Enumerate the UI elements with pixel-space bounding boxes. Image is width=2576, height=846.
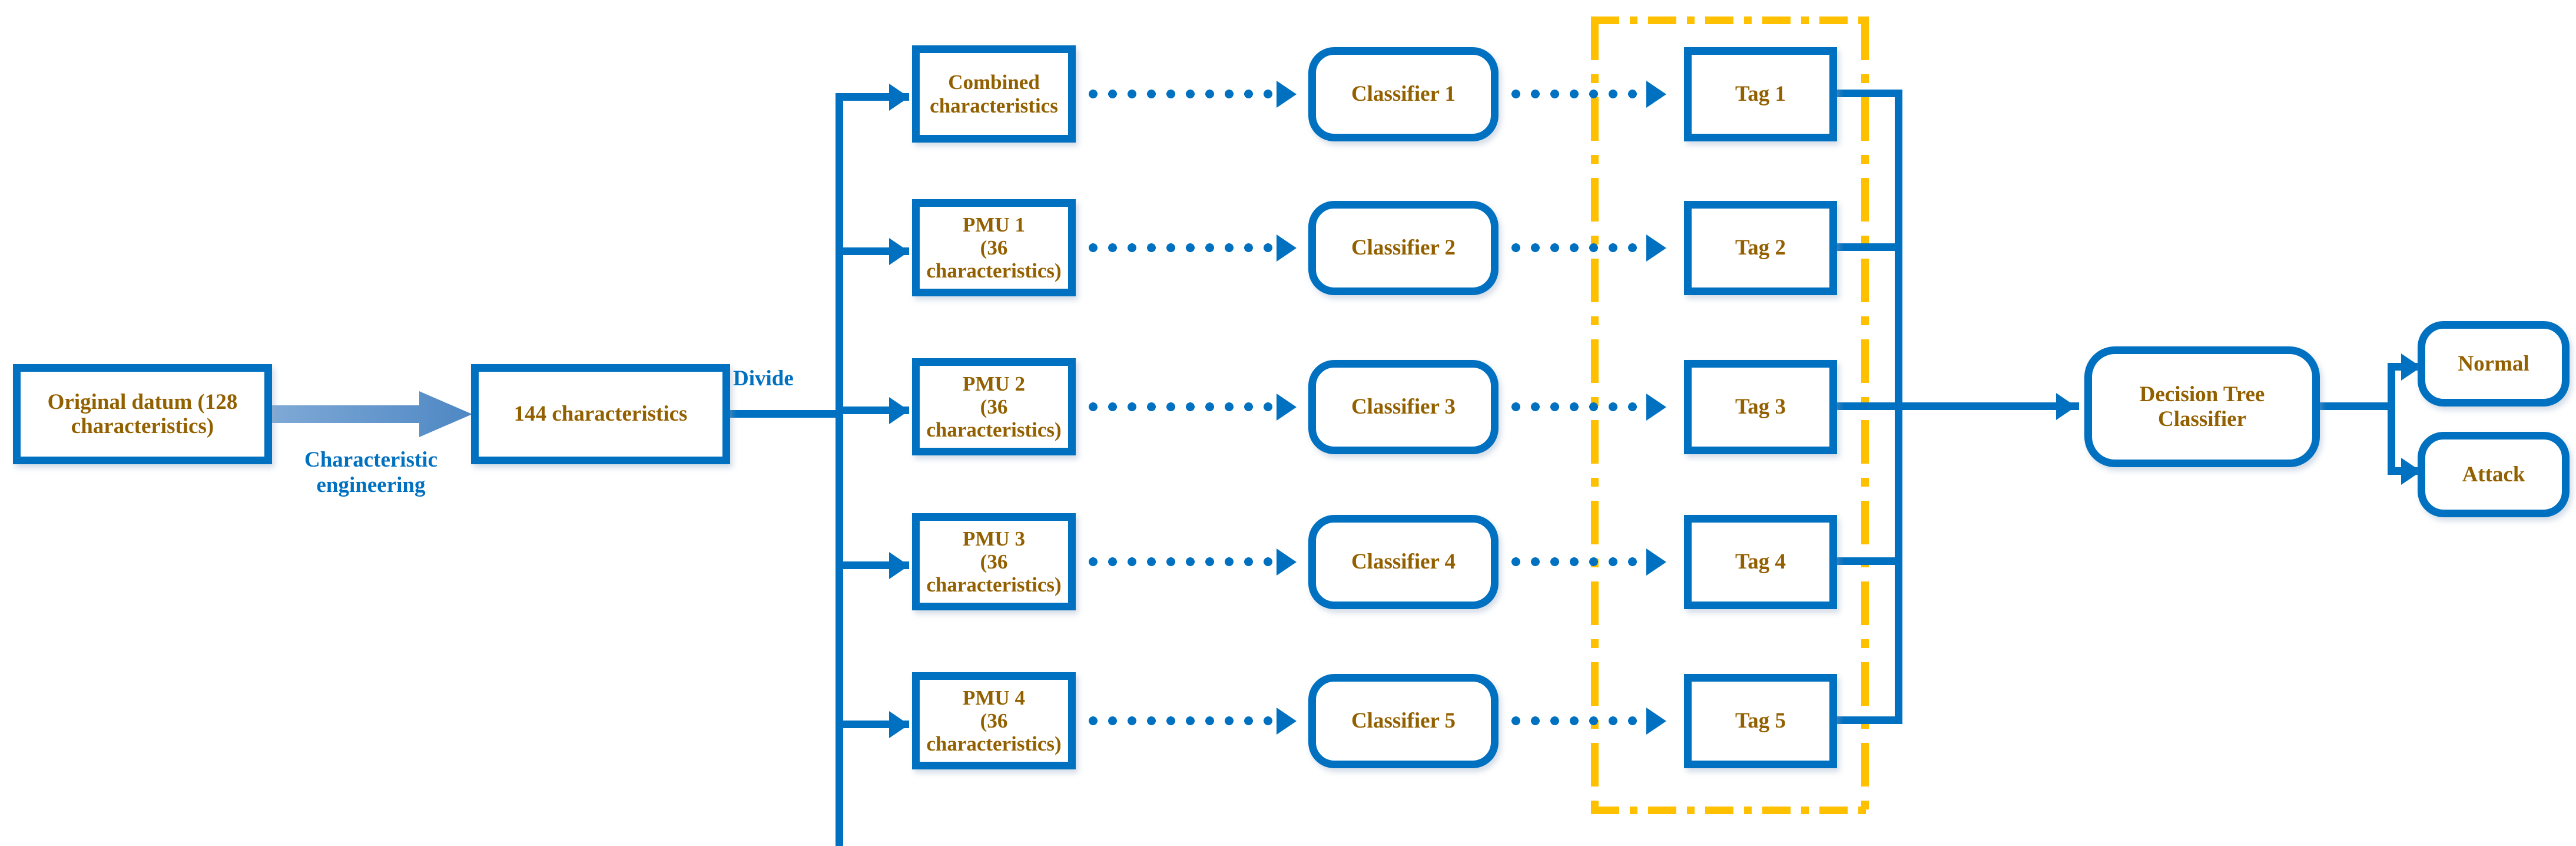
dotted-arrow-tag-5 [1646,708,1666,735]
dotted-arrow-tag-1 [1646,81,1666,108]
classifier-2-label: Classifier 2 [1351,236,1456,260]
dotted-link-classifier-tag-3 [1506,402,1646,411]
features-144-text: 144 characteristics [513,402,688,427]
highlight-top-edge [1591,16,1869,24]
highlight-right-edge [1861,16,1869,814]
tag-3-label: Tag 3 [1735,395,1786,419]
divide-trunk-line [730,410,843,418]
feature-block-pmu-1-text: PMU 1(36 characteristics) [926,213,1062,283]
classifier-5-label: Classifier 5 [1351,709,1456,733]
classifier-5-box[interactable]: Classifier 5 [1308,674,1498,768]
dotted-arrow-tag-4 [1646,548,1666,576]
classifier-1-label: Classifier 1 [1351,82,1456,107]
output-attack-box[interactable]: Attack [2418,432,2570,517]
tag-merge-line-1 [1833,90,1902,97]
tag-5-label: Tag 5 [1735,709,1786,733]
feature-block-pmu-3-text: PMU 3(36 characteristics) [926,527,1062,597]
classifier-3-label: Classifier 3 [1351,395,1456,419]
feature-block-pmu-3[interactable]: PMU 3(36 characteristics) [912,513,1076,610]
branch-arrow-2 [889,238,909,265]
classifier-4-label: Classifier 4 [1351,550,1456,574]
tag-3-box[interactable]: Tag 3 [1684,360,1837,454]
output-normal-label: Normal [2458,351,2529,376]
classifier-3-box[interactable]: Classifier 3 [1308,360,1498,454]
feature-block-pmu-4-text: PMU 4(36 characteristics) [926,686,1062,756]
characteristic-engineering-arrow [272,391,472,437]
feature-block-pmu-1[interactable]: PMU 1(36 characteristics) [912,199,1076,296]
classifier-1-box[interactable]: Classifier 1 [1308,47,1498,141]
features-144-box[interactable]: 144 characteristics [471,364,730,464]
divide-vertical-bus [836,93,843,846]
dotted-link-classifier-tag-2 [1506,243,1646,252]
dotted-arrow-classifier-5 [1277,708,1297,735]
branch-arrow-1 [889,84,909,111]
output-normal-box[interactable]: Normal [2418,321,2570,407]
dotted-arrow-tag-2 [1646,234,1666,262]
tag-1-label: Tag 1 [1735,82,1786,107]
branch-arrow-4 [889,552,909,579]
feature-block-pmu-4[interactable]: PMU 4(36 characteristics) [912,672,1076,769]
dotted-link-classifier-tag-5 [1506,716,1646,725]
tag-2-box[interactable]: Tag 2 [1684,201,1837,295]
classifier-4-box[interactable]: Classifier 4 [1308,515,1498,609]
classifier-2-box[interactable]: Classifier 2 [1308,201,1498,295]
dotted-link-feature-classifier-4 [1083,557,1278,566]
branch-arrow-3 [889,397,909,424]
tag-merge-line-5 [1833,716,1902,724]
dotted-arrow-classifier-2 [1277,234,1297,262]
dotted-arrow-classifier-3 [1277,394,1297,421]
dotted-link-feature-classifier-1 [1083,90,1278,98]
dotted-arrow-tag-3 [1646,394,1666,421]
tag-4-label: Tag 4 [1735,550,1786,574]
tag-merge-line-2 [1833,243,1902,251]
tag-1-box[interactable]: Tag 1 [1684,47,1837,141]
tag-2-label: Tag 2 [1735,236,1786,260]
feature-block-pmu-2-text: PMU 2(36 characteristics) [926,372,1062,442]
aggregator-input-line [1902,402,2079,410]
tag-5-box[interactable]: Tag 5 [1684,674,1837,768]
dotted-link-feature-classifier-5 [1083,716,1278,725]
tag-4-box[interactable]: Tag 4 [1684,515,1837,609]
output-attack-label: Attack [2462,462,2525,487]
dotted-link-classifier-tag-4 [1506,557,1646,566]
dotted-link-classifier-tag-1 [1506,90,1646,98]
tag-collection-bus [1895,90,1902,724]
dotted-arrow-classifier-1 [1277,81,1297,108]
tag-merge-line-4 [1833,557,1902,565]
tag-merge-line-3 [1833,402,1902,410]
aggregator-input-arrow [2056,393,2076,420]
highlight-bottom-edge [1591,807,1869,814]
divide-label: Divide [733,366,794,391]
feature-block-pmu-2[interactable]: PMU 2(36 characteristics) [912,358,1076,455]
dotted-link-feature-classifier-3 [1083,402,1278,411]
dotted-arrow-classifier-4 [1277,548,1297,576]
output-split-bus [2388,363,2395,475]
branch-arrow-5 [889,711,909,738]
dotted-link-feature-classifier-2 [1083,243,1278,252]
output-trunk-line [2316,402,2395,410]
highlight-left-edge [1591,16,1599,814]
